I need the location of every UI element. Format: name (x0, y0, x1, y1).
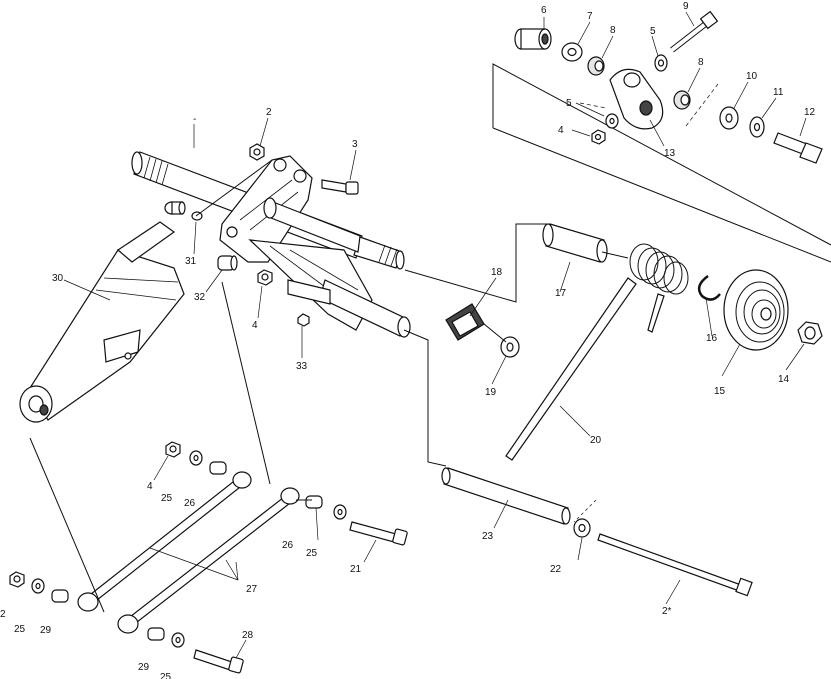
part-27-link-rods (77, 471, 300, 634)
callout-leaders (63, 11, 807, 659)
part-29-bushing-b (147, 627, 165, 641)
part-25-washer-b (333, 504, 347, 520)
callout-25: 25 (14, 624, 26, 635)
callout-21: 21 (350, 564, 362, 575)
part-25-washer-c (31, 578, 45, 594)
callout-15: 15 (714, 386, 726, 397)
callout-28: 28 (242, 630, 254, 641)
callout-33: 33 (296, 361, 308, 372)
detail-inset-frame (492, 63, 831, 263)
part-17-spacer (542, 223, 608, 263)
callout-31: 31 (185, 256, 197, 267)
callout-26: 26 (282, 540, 294, 551)
callout-32: 32 (194, 292, 206, 303)
part-26-bushing-a (209, 461, 227, 475)
part-4-nut-lower (165, 441, 181, 458)
callout-6: 6 (541, 5, 547, 16)
part-28-bolt (193, 649, 244, 674)
callout-13: 13 (664, 148, 676, 159)
part-23-tube (441, 467, 571, 525)
part-11-washer (749, 116, 765, 138)
part-29-bushing-a (51, 589, 69, 603)
part-13-pivot-arm (609, 68, 664, 130)
callout-16: 16 (706, 333, 718, 344)
callout-29: 29 (138, 662, 150, 673)
callout-25: 25 (306, 548, 318, 559)
callout-5: 5 (566, 98, 572, 109)
callout-4: 4 (558, 125, 564, 136)
callout-5: 5 (650, 26, 656, 37)
part-2-nut (249, 143, 265, 161)
callout-14: 14 (778, 374, 790, 385)
part-4-nut-top (591, 129, 606, 145)
part-5-washer-mid (605, 113, 619, 129)
callout-3: 3 (352, 139, 358, 150)
part-10-washer (719, 106, 739, 130)
callout-10: 10 (746, 71, 758, 82)
part-12-bolt (773, 132, 823, 164)
callout-11: 11 (773, 87, 784, 98)
callout-1: - (193, 114, 196, 125)
part-26-bushing-b (305, 495, 323, 509)
callout-2: 2 (0, 609, 6, 620)
part-21-bolt (349, 521, 408, 546)
callout-29: 29 (40, 625, 52, 636)
part-25-washer-d (171, 632, 185, 648)
part-33-nut (297, 313, 310, 327)
callout-9: 9 (683, 1, 689, 12)
center-bracket (219, 155, 411, 338)
part-9-bolt (670, 10, 719, 53)
part-14-nut (797, 321, 823, 345)
callout-20: 20 (590, 435, 602, 446)
part-8-bushing-top (587, 56, 605, 76)
callout-30: 30 (52, 273, 64, 284)
part-30-shock-absorber (19, 221, 185, 423)
part-20-torsion-spring (505, 243, 689, 461)
callout-25: 25 (160, 672, 172, 679)
callout-22: 22 (550, 564, 562, 575)
part-3-bolt (321, 179, 359, 195)
part-24-long-bolt (597, 533, 753, 597)
callout-17: 17 (555, 288, 567, 299)
part-5-washer-top (654, 54, 668, 72)
part-18-adjuster (445, 303, 485, 341)
part-15-spring-cup (723, 269, 789, 351)
part-7-washer (561, 42, 583, 62)
part-6-bushing (514, 28, 552, 50)
part-32-bushing (217, 255, 238, 271)
callout-26: 26 (184, 498, 196, 509)
callout-12: 12 (804, 107, 816, 118)
callout-24: 2* (662, 606, 672, 617)
callout-2: 2 (266, 107, 272, 118)
callout-25: 25 (161, 493, 173, 504)
part-22-washer (573, 518, 591, 538)
callout-19: 19 (485, 387, 497, 398)
callout-4: 4 (252, 320, 258, 331)
part-8-bushing-right (673, 90, 691, 110)
assembly-lines (29, 159, 629, 613)
callout-7: 7 (587, 11, 593, 22)
part-16-ring (697, 274, 721, 301)
callout-27: 27 (246, 584, 258, 595)
part-25-washer-a (189, 450, 203, 466)
callout-18: 18 (491, 267, 503, 278)
callout-8: 8 (698, 57, 704, 68)
part-2-nut-lower (9, 571, 25, 588)
callout-8: 8 (610, 25, 616, 36)
detail-dashed-axes (579, 83, 719, 127)
part-31-bushing (164, 201, 203, 221)
part-4-nut-center (257, 269, 273, 286)
callout-23: 23 (482, 531, 494, 542)
callout-4: 4 (147, 481, 153, 492)
